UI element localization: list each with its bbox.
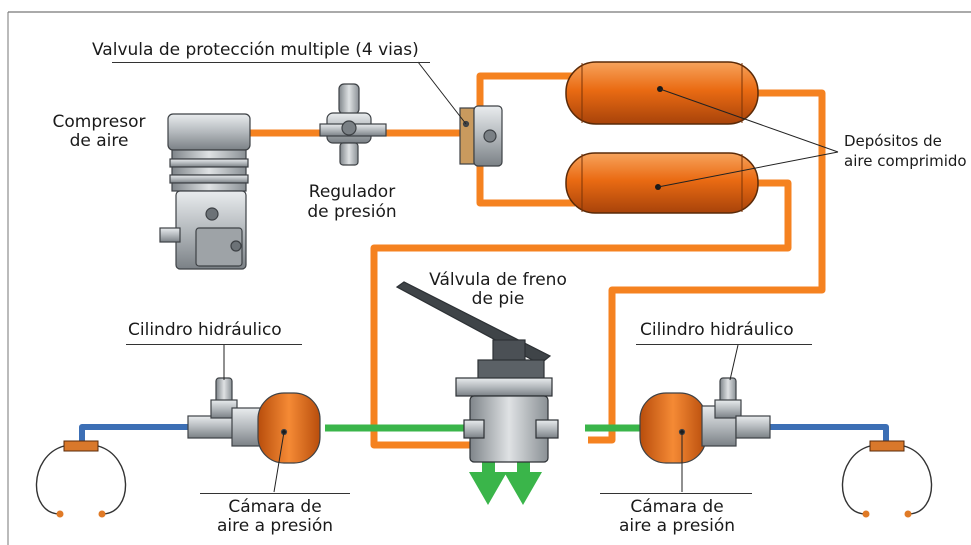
label-regulator-1: Regulador (308, 182, 396, 202)
leader-protection-valve (417, 61, 467, 125)
underline-cylinder-right (636, 344, 812, 345)
left-cylinder-assembly (187, 377, 321, 464)
hydraulic-line-left (79, 424, 188, 445)
foot-brake-valve (395, 281, 559, 463)
exhaust-arrow-right (504, 425, 542, 505)
air-line-valve-tank1 (476, 72, 575, 116)
underline-chamber-right (600, 493, 752, 494)
air-lines (248, 72, 826, 449)
label-cylinder-right: Cilindro hidráulico (640, 320, 794, 340)
hydraulic-line-right (768, 424, 889, 445)
air-tank-lower (565, 152, 759, 214)
right-cylinder-assembly (639, 377, 771, 464)
label-chamber-right-1: Cámara de (630, 497, 724, 517)
air-line-tank2-footvalve (370, 179, 792, 449)
air-compressor (159, 113, 251, 270)
underline-cylinder-left (126, 344, 302, 345)
label-chamber-left-2: aire a presión (216, 516, 334, 536)
brake-shoe-right (841, 440, 933, 518)
label-tanks-2: aire comprimido (844, 152, 967, 170)
label-cylinder-left: Cilindro hidráulico (128, 320, 282, 340)
label-regulator-2: de presión (307, 202, 397, 222)
exhaust-arrows (469, 425, 542, 505)
label-compressor-2: de aire (69, 131, 129, 151)
leader-tank-lower (657, 151, 839, 188)
underline-protection-valve (112, 62, 430, 63)
label-chamber-left-1: Cámara de (228, 497, 322, 517)
label-compressor-1: Compresor (52, 112, 146, 132)
air-line-tank1-footvalve (588, 89, 826, 444)
label-protection-valve: Valvula de protección multiple (4 vias) (92, 40, 419, 60)
pressure-regulator (319, 83, 387, 166)
protection-valve (459, 105, 503, 167)
label-chamber-right-2: aire a presión (618, 516, 736, 536)
leader-chamber-left (273, 431, 285, 493)
underline-chamber-left (200, 493, 350, 494)
exhaust-arrow-left (469, 425, 507, 505)
air-line-valve-tank2 (476, 150, 575, 207)
label-foot-valve-2: de pie (471, 289, 525, 309)
leader-lines (223, 61, 839, 493)
label-foot-valve-1: Válvula de freno (429, 270, 567, 290)
hydraulic-lines (79, 424, 889, 445)
air-tank-upper (565, 61, 759, 125)
label-tanks-1: Depósitos de (844, 132, 942, 150)
leader-cylinder-right (729, 344, 739, 381)
leader-tank-upper (659, 88, 839, 153)
brake-shoe-left (35, 440, 127, 518)
